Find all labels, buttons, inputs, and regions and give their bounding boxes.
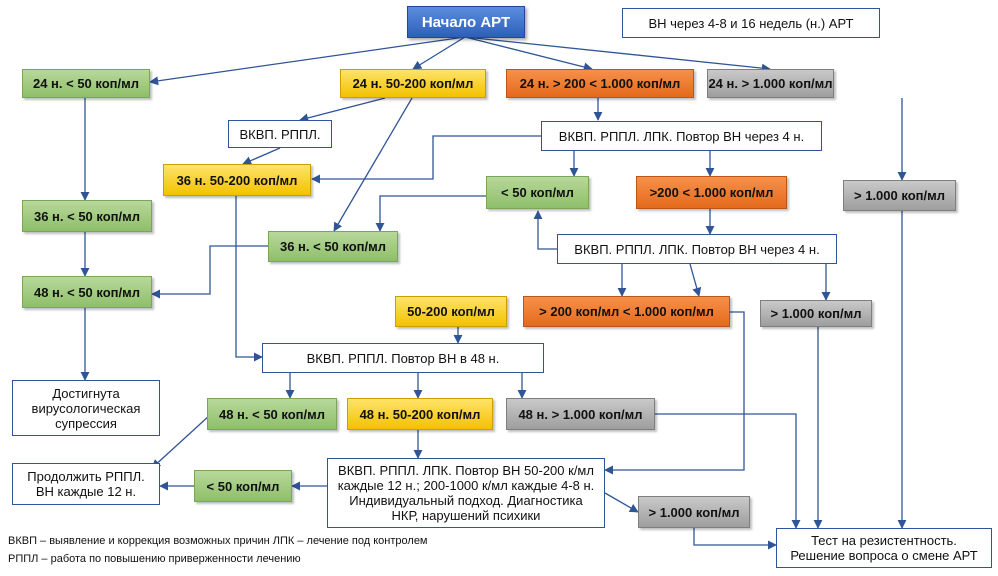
gt1000-b-node: > 1.000 коп/мл xyxy=(760,300,872,327)
r50-200-node: 50-200 коп/мл xyxy=(395,296,507,327)
w36-50-200-node: 36 н. 50-200 коп/мл xyxy=(163,164,311,196)
r200-1000-node: >200 < 1.000 коп/мл xyxy=(636,176,787,209)
lt50-a-node: < 50 коп/мл xyxy=(486,176,589,209)
w48-lt50-node: 48 н. < 50 коп/мл xyxy=(207,398,337,430)
start-node: Начало АРТ xyxy=(407,6,525,38)
legend-line-2: РППЛ – работа по повышению приверженност… xyxy=(8,553,301,565)
lt50-b-node: < 50 коп/мл xyxy=(194,470,292,502)
r200-1000-b-node: > 200 коп/мл < 1.000 коп/мл xyxy=(523,296,730,327)
w24-gt1000-node: 24 н. > 1.000 коп/мл xyxy=(707,69,834,98)
legend-line-1: ВКВП – выявление и коррекция возможных п… xyxy=(8,535,428,547)
vkvp-lpk-repeat-1-node: ВКВП. РППЛ. ЛПК. Повтор ВН через 4 н. xyxy=(541,121,822,151)
gt1000-c-node: > 1.000 коп/мл xyxy=(638,496,750,528)
continue-rppl-node: Продолжить РППЛ. ВН каждые 12 н. xyxy=(12,463,160,505)
achieved-suppression-node: Достигнута вирусологическая супрессия xyxy=(12,380,160,436)
vkvp-repeat-48-node: ВКВП. РППЛ. Повтор ВН в 48 н. xyxy=(262,343,544,373)
w48-50-200-node: 48 н. 50-200 коп/мл xyxy=(347,398,493,430)
w48-lt50-left-node: 48 н. < 50 коп/мл xyxy=(22,276,152,308)
resistance-test-node: Тест на резистентность. Решение вопроса … xyxy=(776,528,992,568)
vkvp-rppl-node: ВКВП. РППЛ. xyxy=(228,120,332,148)
gt1000-a-node: > 1.000 коп/мл xyxy=(843,180,956,211)
w24-200-1000-node: 24 н. > 200 < 1.000 коп/мл xyxy=(506,69,694,98)
w24-50-200-node: 24 н. 50-200 коп/мл xyxy=(340,69,486,98)
individual-approach-node: ВКВП. РППЛ. ЛПК. Повтор ВН 50-200 к/мл к… xyxy=(327,458,605,528)
w24-lt50-node: 24 н. < 50 коп/мл xyxy=(22,69,150,98)
w36-lt50-left-node: 36 н. < 50 коп/мл xyxy=(22,200,152,232)
vkvp-lpk-repeat-2-node: ВКВП. РППЛ. ЛПК. Повтор ВН через 4 н. xyxy=(557,234,837,264)
w48-gt1000-node: 48 н. > 1.000 коп/мл xyxy=(506,398,655,430)
vn-timing-note: ВН через 4-8 и 16 недель (н.) АРТ xyxy=(622,8,880,38)
w36-lt50-mid-node: 36 н. < 50 коп/мл xyxy=(268,231,398,262)
